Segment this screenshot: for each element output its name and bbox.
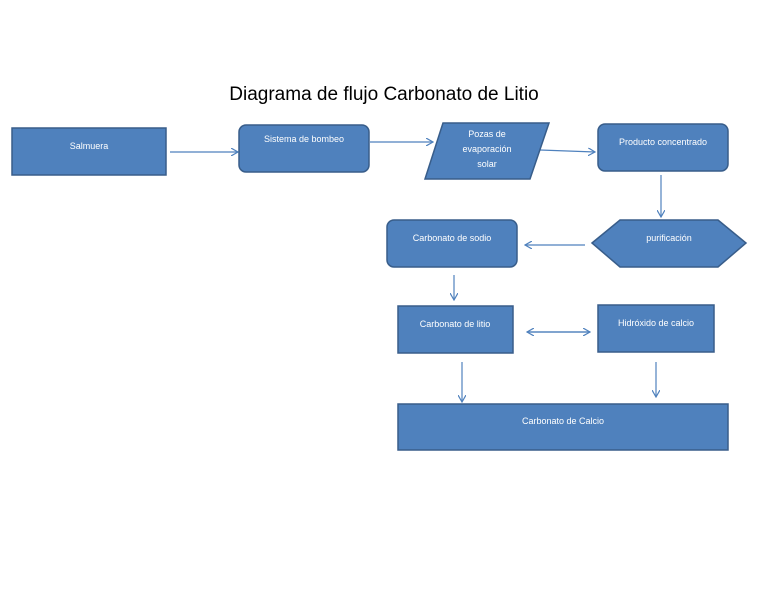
node-carbonato-sodio: Carbonato de sodio: [386, 219, 518, 268]
node-purificacion-shape: [590, 219, 748, 268]
node-pozas-label-line3: solar: [477, 159, 497, 169]
node-producto-shape: [597, 123, 729, 172]
node-calcio-label: Carbonato de Calcio: [522, 416, 604, 426]
connectors: [170, 142, 661, 402]
node-sodio-label: Carbonato de sodio: [413, 233, 492, 243]
node-carbonato-litio: Carbonato de litio: [397, 305, 514, 354]
node-bombeo-label: Sistema de bombeo: [264, 134, 344, 144]
node-sistema-bombeo: Sistema de bombeo: [238, 124, 370, 173]
node-calcio-shape: [397, 403, 729, 451]
node-pozas-evaporacion: Pozas de evaporación solar: [423, 122, 551, 180]
node-producto-label: Producto concentrado: [619, 137, 707, 147]
node-pozas-label-line2: evaporación: [462, 144, 511, 154]
node-purificacion-label: purificación: [646, 233, 692, 243]
node-litio-shape: [397, 305, 514, 354]
node-bombeo-shape: [238, 124, 370, 173]
node-salmuera-label: Salmuera: [70, 141, 109, 151]
node-purificacion: purificación: [590, 219, 748, 268]
node-sodio-shape: [386, 219, 518, 268]
node-hidroxido-label: Hidróxido de calcio: [618, 318, 694, 328]
node-producto-concentrado: Producto concentrado: [597, 123, 729, 172]
node-pozas-shape: [423, 122, 551, 180]
node-salmuera: Salmuera: [11, 127, 167, 176]
diagram-title: Diagrama de flujo Carbonato de Litio: [229, 84, 539, 105]
node-litio-label: Carbonato de litio: [420, 319, 491, 329]
arrow-pozas-to-producto: [539, 150, 595, 152]
node-carbonato-calcio: Carbonato de Calcio: [397, 403, 729, 451]
node-hidroxido-calcio: Hidróxido de calcio: [597, 304, 715, 353]
node-hidroxido-shape: [597, 304, 715, 353]
node-pozas-label-line1: Pozas de: [468, 129, 506, 139]
node-salmuera-shape: [11, 127, 167, 176]
